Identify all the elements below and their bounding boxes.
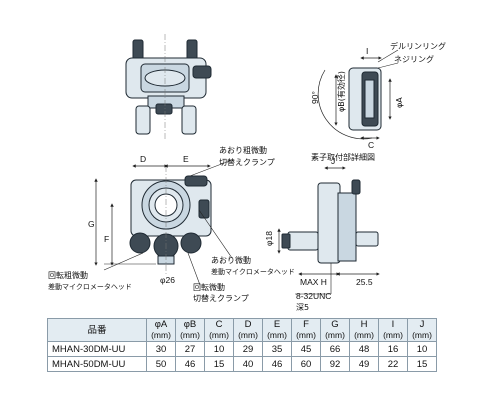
- dim-J-label: J: [331, 156, 335, 166]
- table-cell: 45: [291, 341, 321, 357]
- dim-I-label: I: [366, 46, 368, 56]
- col-name: D: [244, 319, 252, 330]
- deltorin-ring-label: デルリンリング: [390, 41, 446, 51]
- technical-drawing: I デルリンリング ネジリング 90° φB(有効径) φA C D E G F…: [48, 34, 446, 312]
- table-cell: 46: [175, 356, 205, 372]
- col-header: E(mm): [262, 318, 292, 342]
- table-row: MHAN-30DM-UU 30 27 10 29 35 45 66 48 16 …: [47, 341, 437, 357]
- col-header: J(mm): [407, 318, 437, 342]
- table-cell: 66: [320, 341, 350, 357]
- table-cell: 92: [320, 356, 350, 372]
- model-header: 品番: [47, 318, 147, 342]
- col-name: φB: [183, 319, 197, 330]
- table-cell: 10: [407, 341, 437, 357]
- dim-G-label: G: [88, 219, 95, 229]
- col-header: H(mm): [349, 318, 379, 342]
- tilt-micrometer-label: あおり微動: [211, 255, 251, 265]
- dim-D-label: D: [140, 154, 146, 164]
- table-cell: 50: [146, 356, 176, 372]
- col-header: I(mm): [378, 318, 408, 342]
- table-cell: 22: [378, 356, 408, 372]
- col-header: F(mm): [291, 318, 321, 342]
- col-name: F: [303, 319, 309, 330]
- col-unit: (mm): [209, 330, 229, 340]
- table-cell: 49: [349, 356, 379, 372]
- table-cell: 48: [349, 341, 379, 357]
- col-header: C(mm): [204, 318, 234, 342]
- dim-F-label: F: [104, 234, 109, 244]
- side-view: [277, 166, 380, 295]
- table-cell: 29: [233, 341, 263, 357]
- depth-label: 深5: [296, 303, 309, 312]
- model-cell: MHAN-50DM-UU: [47, 356, 147, 372]
- col-name: C: [215, 319, 223, 330]
- phiA-label: φA: [395, 97, 404, 108]
- table-cell: 27: [175, 341, 205, 357]
- table-cell: 40: [233, 356, 263, 372]
- front-view: [94, 159, 233, 286]
- table-cell: 46: [262, 356, 292, 372]
- col-header: φA(mm): [146, 318, 176, 342]
- element-mount-detail: [317, 49, 399, 140]
- top-view: [125, 34, 212, 140]
- spec-table: 品番 φA(mm) φB(mm) C(mm) D(mm) E(mm) F(mm)…: [47, 318, 437, 372]
- table-cell: 15: [407, 356, 437, 372]
- col-name: E: [273, 319, 281, 330]
- col-header: φB(mm): [175, 318, 205, 342]
- rot-clamp-label-2: 切替えクランプ: [193, 293, 249, 303]
- col-name: H: [360, 319, 368, 330]
- table-cell: 30: [146, 341, 176, 357]
- col-unit: (mm): [412, 330, 432, 340]
- col-unit: (mm): [151, 330, 171, 340]
- phi26-label: φ26: [160, 275, 175, 285]
- max-h-label: MAX H: [300, 277, 327, 287]
- neji-ring-label: ネジリング: [394, 54, 434, 64]
- col-header: D(mm): [233, 318, 263, 342]
- table-cell: 60: [291, 356, 321, 372]
- col-name: J: [419, 319, 425, 330]
- table-header-row: 品番 φA(mm) φB(mm) C(mm) D(mm) E(mm) F(mm)…: [47, 318, 437, 342]
- phiB-label: φB(有効径): [336, 71, 346, 112]
- col-unit: (mm): [180, 330, 200, 340]
- col-unit: (mm): [238, 330, 258, 340]
- col-unit: (mm): [296, 330, 316, 340]
- rot-micrometer-head-label: 差動マイクロメータヘッド: [48, 282, 132, 291]
- thread-label: 8-32UNC: [296, 291, 331, 301]
- col-name: I: [391, 319, 395, 330]
- dim-E-label: E: [183, 154, 189, 164]
- col-name: φA: [154, 319, 168, 330]
- col-name: G: [331, 319, 339, 330]
- tilt-micrometer-head-label: 差動マイクロメータヘッド: [211, 267, 295, 276]
- table-row: MHAN-50DM-UU 50 46 15 40 46 60 92 49 22 …: [47, 356, 437, 372]
- dim-C-label: C: [368, 140, 374, 150]
- element-detail-label: 素子取付部詳細図: [311, 152, 375, 162]
- phi18-label: φ18: [264, 231, 274, 246]
- table-cell: 15: [204, 356, 234, 372]
- rot-micrometer-label: 回転微動: [193, 282, 225, 292]
- col-header: G(mm): [320, 318, 350, 342]
- col-unit: (mm): [383, 330, 403, 340]
- table-cell: 10: [204, 341, 234, 357]
- angle-90-label: 90°: [310, 91, 320, 104]
- model-cell: MHAN-30DM-UU: [47, 341, 147, 357]
- col-unit: (mm): [267, 330, 287, 340]
- col-unit: (mm): [325, 330, 345, 340]
- dim-25-5-label: 25.5: [356, 277, 373, 287]
- col-unit: (mm): [354, 330, 374, 340]
- table-cell: 16: [378, 341, 408, 357]
- table-cell: 35: [262, 341, 292, 357]
- rot-clamp-label-1: 回転粗微動: [48, 270, 88, 280]
- tilt-clamp-label-2: 切替えクランプ: [219, 157, 275, 167]
- tilt-clamp-label-1: あおり粗微動: [219, 145, 267, 155]
